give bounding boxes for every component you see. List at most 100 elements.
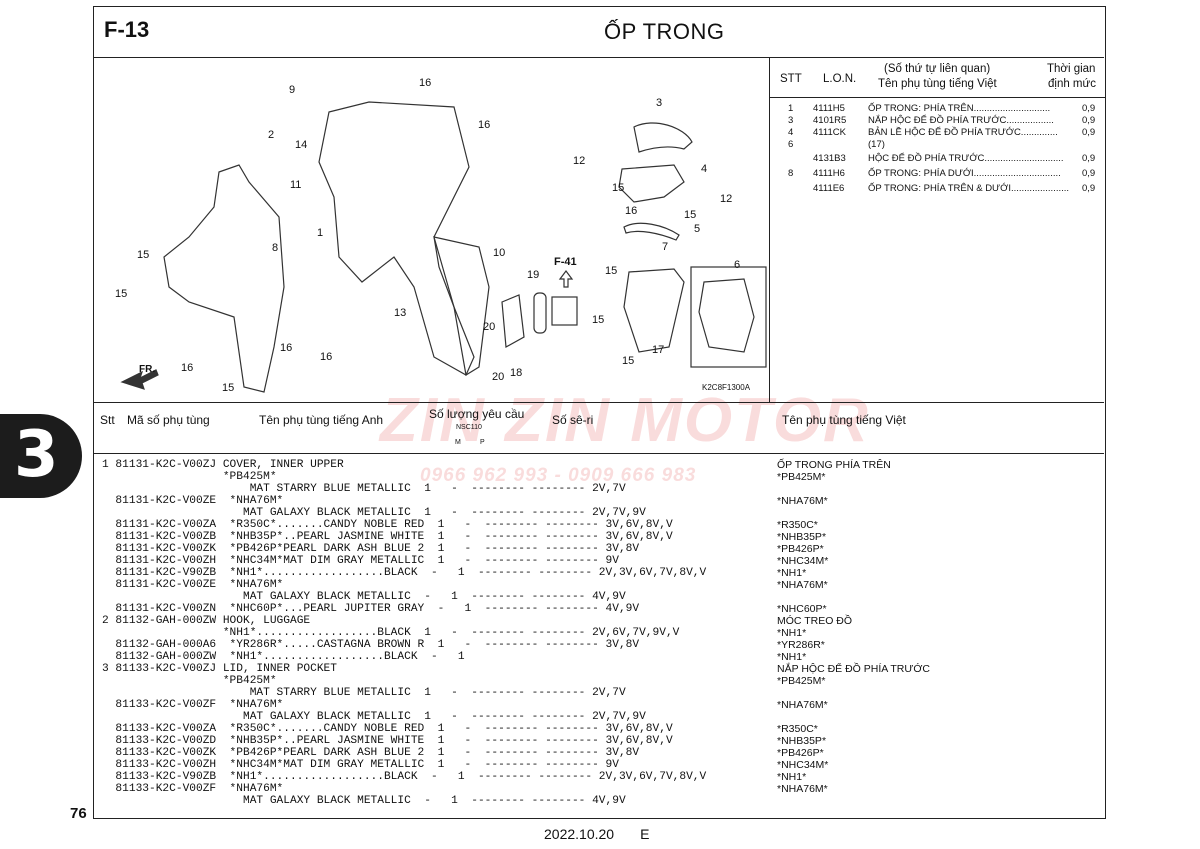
callout-15: 15	[137, 249, 150, 261]
col-name-en: Tên phụ tùng tiếng Anh	[259, 413, 384, 427]
footer-date: 2022.10.20	[544, 826, 615, 842]
callout-6: 6	[734, 259, 741, 271]
clip-part	[501, 294, 525, 348]
table-row: 81131-K2C-V00ZE *NHA76M**NHA76M*	[102, 579, 828, 591]
col-name-vi: Tên phụ tùng tiếng Việt	[782, 413, 906, 427]
callout-5: 5	[694, 223, 701, 235]
callout-13: 13	[394, 307, 407, 319]
table-row: 81131-K2C-V00ZN *NHC60P*...PEARL JUPITER…	[102, 603, 827, 615]
col-serial: Số sê-ri	[552, 413, 594, 427]
pocket-part	[623, 268, 685, 353]
table-row: MAT STARRY BLUE METALLIC 1 - -------- --…	[102, 483, 626, 495]
ref-col-stt: STT	[780, 73, 802, 85]
callout-16: 16	[419, 77, 432, 89]
sheet-header: F-13 ỐP TRONG	[94, 7, 1104, 58]
inner-upper-cover-part	[318, 101, 475, 376]
table-row: 81131-K2C-V00ZK *PB426P*PEARL DARK ASH B…	[102, 543, 824, 555]
hook-part	[533, 292, 547, 334]
table-row: 81131-K2C-V90ZB *NH1*..................B…	[102, 567, 807, 579]
table-row: 81132-GAH-000A6 *YR286R*.....CASTAGNA BR…	[102, 639, 825, 651]
ref-figure-label: F-41	[554, 256, 577, 268]
callout-7: 7	[662, 241, 669, 253]
pocket-box-frame	[690, 266, 767, 368]
table-row: MAT STARRY BLUE METALLIC 1 - -------- --…	[102, 687, 626, 699]
callout-15: 15	[684, 209, 697, 221]
parts-table-header: Stt Mã số phụ tùng Tên phụ tùng tiếng An…	[94, 402, 1104, 454]
callout-16: 16	[625, 205, 638, 217]
col-qty-model: NSC110	[456, 424, 482, 431]
callout-11: 11	[290, 179, 302, 191]
table-row: 81133-K2C-V00ZF *NHA76M**NHA76M*	[102, 783, 828, 795]
footer: 2022.10.20 E	[544, 826, 649, 842]
lid-part	[633, 122, 693, 153]
col-qty-m: M	[455, 439, 461, 446]
ref-col-time-line1: Thời gian	[1047, 63, 1096, 75]
ref-col-name-line1: (Số thứ tự liên quan)	[884, 63, 991, 75]
table-row: 81133-K2C-V00ZA *R350C*.......CANDY NOBL…	[102, 723, 818, 735]
callout-1: 1	[317, 227, 324, 239]
ref-col-name-line2: Tên phụ tùng tiếng Việt	[878, 78, 997, 90]
col-qty: Số lượng yêu cầu	[429, 407, 525, 421]
footer-edition: E	[640, 826, 650, 842]
table-row: MAT GALAXY BLACK METALLIC 1 - -------- -…	[102, 711, 646, 723]
callout-3: 3	[656, 97, 663, 109]
callout-12: 12	[573, 155, 586, 167]
callout-12: 12	[720, 193, 733, 205]
callout-15: 15	[605, 265, 618, 277]
table-row: *PB425M**PB425M*	[102, 675, 826, 687]
table-row: MAT GALAXY BLACK METALLIC - 1 -------- -…	[102, 795, 626, 807]
callout-10: 10	[493, 247, 506, 259]
diagram-drawing	[120, 101, 767, 393]
f41-arrow	[558, 270, 574, 288]
table-row: 81131-K2C-V00ZH *NHC34M*MAT DIM GRAY MET…	[102, 555, 829, 567]
front-label: FR.	[139, 364, 156, 375]
table-row: 81133-K2C-V90ZB *NH1*..................B…	[102, 771, 807, 783]
callout-16: 16	[181, 362, 194, 374]
reference-table: STT L.O.N. (Số thứ tự liên quan) Tên phụ…	[770, 57, 1105, 402]
callout-16: 16	[280, 342, 293, 354]
reference-header: STT L.O.N. (Số thứ tự liên quan) Tên phụ…	[770, 61, 1105, 98]
callout-8: 8	[272, 242, 279, 254]
ref-col-lon: L.O.N.	[823, 73, 857, 85]
callout-19: 19	[527, 269, 540, 281]
callout-15: 15	[222, 382, 235, 394]
col-stt: Stt	[100, 413, 115, 427]
pocket-box-part	[698, 278, 755, 353]
figure-code: F-13	[104, 17, 150, 42]
parts-sheet: F-13 ỐP TRONG FR. F-41 K2C8	[93, 6, 1106, 819]
table-row: 81133-K2C-V00ZK *PB426P*PEARL DARK ASH B…	[102, 747, 824, 759]
watermark-phone: 0966 962 993 - 0909 666 983	[420, 465, 697, 486]
table-row: *PB425M**PB425M*	[102, 471, 826, 483]
callout-16: 16	[320, 351, 333, 363]
page-number: 76	[70, 805, 87, 822]
table-row: 81133-K2C-V00ZH *NHC34M*MAT DIM GRAY MET…	[102, 759, 829, 771]
table-row: 81133-K2C-V00ZF *NHA76M**NHA76M*	[102, 699, 828, 711]
callout-15: 15	[592, 314, 605, 326]
col-part-no: Mã số phụ tùng	[127, 413, 210, 427]
table-row: MAT GALAXY BLACK METALLIC 1 - -------- -…	[102, 507, 646, 519]
hinge-part	[618, 164, 685, 203]
callout-14: 14	[295, 139, 308, 151]
table-row: 81131-K2C-V00ZB *NHB35P*..PEARL JASMINE …	[102, 531, 827, 543]
callout-9: 9	[289, 84, 296, 96]
table-row: MAT GALAXY BLACK METALLIC - 1 -------- -…	[102, 591, 626, 603]
page-title: ỐP TRONG	[604, 19, 725, 44]
table-row: *NH1*..................BLACK 1 - -------…	[102, 627, 807, 639]
diagram-code: K2C8F1300A	[702, 383, 751, 392]
callout-18: 18	[510, 367, 523, 379]
ref-row: 6(17)	[788, 139, 885, 150]
callout-20: 20	[492, 371, 505, 383]
table-row: 81131-K2C-V00ZE *NHA76M**NHA76M*	[102, 495, 828, 507]
ref-bracket-part	[551, 296, 578, 326]
inner-lower-cover-part	[163, 164, 285, 393]
callout-15: 15	[115, 288, 128, 300]
section-tab: 3	[0, 414, 82, 498]
